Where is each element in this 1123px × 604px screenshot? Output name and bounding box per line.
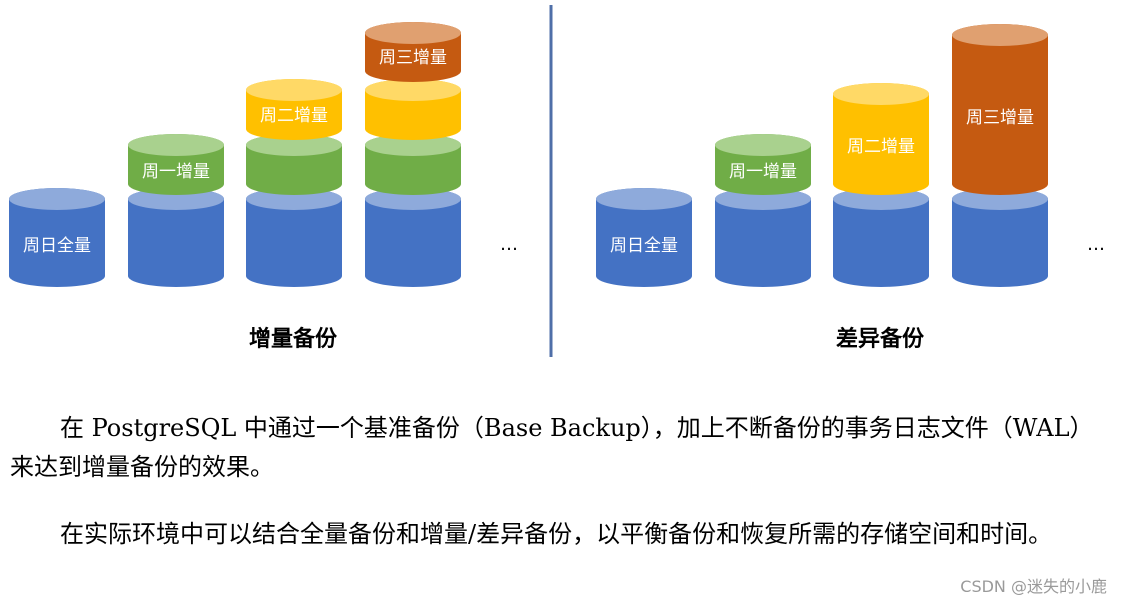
inc-col3-tue-cylinder <box>246 79 342 140</box>
inc-col3-mon-cylinder <box>246 134 342 195</box>
diff-col3-tue-cylinder <box>833 83 929 195</box>
inc-mon-label: 周一增量 <box>142 162 210 182</box>
diff-tue-label: 周二增量 <box>847 137 915 157</box>
inc-tue-label: 周二增量 <box>260 106 328 126</box>
diff-col4-full-cylinder <box>952 188 1048 287</box>
diff-mon-label: 周一增量 <box>729 162 797 182</box>
inc-col2-full-cylinder <box>128 188 224 287</box>
inc-col4-tue-cylinder <box>365 79 461 140</box>
paragraph-1-text: 在 PostgreSQL 中通过一个基准备份（Base Backup），加上不断… <box>10 414 1094 481</box>
inc-col4-wed-cylinder <box>365 22 461 82</box>
diff-ellipsis: … <box>1087 234 1105 255</box>
inc-col4-full-cylinder <box>365 188 461 287</box>
inc-col2-mon-cylinder <box>128 134 224 195</box>
inc-col3-full-cylinder <box>246 188 342 287</box>
inc-col1-full-cylinder <box>9 188 105 287</box>
diff-col1-full-cylinder <box>596 188 692 287</box>
inc-col4-mon-cylinder <box>365 134 461 195</box>
diff-col4-wed-cylinder <box>952 24 1048 195</box>
paragraph-2-text: 在实际环境中可以结合全量备份和增量/差异备份，以平衡备份和恢复所需的存储空间和时… <box>60 520 1053 548</box>
paragraph-1: 在 PostgreSQL 中通过一个基准备份（Base Backup），加上不断… <box>10 409 1115 487</box>
watermark: CSDN @迷失的小鹿 <box>960 577 1107 596</box>
inc-wed-label: 周三增量 <box>379 48 447 68</box>
diff-col2-mon-cylinder <box>715 134 811 195</box>
paragraph-2: 在实际环境中可以结合全量备份和增量/差异备份，以平衡备份和恢复所需的存储空间和时… <box>10 515 1115 554</box>
inc-ellipsis: … <box>500 234 518 255</box>
diff-title: 差异备份 <box>836 326 925 352</box>
backup-diagram: .lbl { font-family: "DejaVu Sans", "Libe… <box>9 5 1105 357</box>
diff-wed-label: 周三增量 <box>966 108 1034 128</box>
diff-col2-full-cylinder <box>715 188 811 287</box>
diff-col3-full-cylinder <box>833 188 929 287</box>
inc-title: 增量备份 <box>249 326 338 352</box>
inc-full-label: 周日全量 <box>23 236 91 256</box>
diff-full-label: 周日全量 <box>610 236 678 256</box>
